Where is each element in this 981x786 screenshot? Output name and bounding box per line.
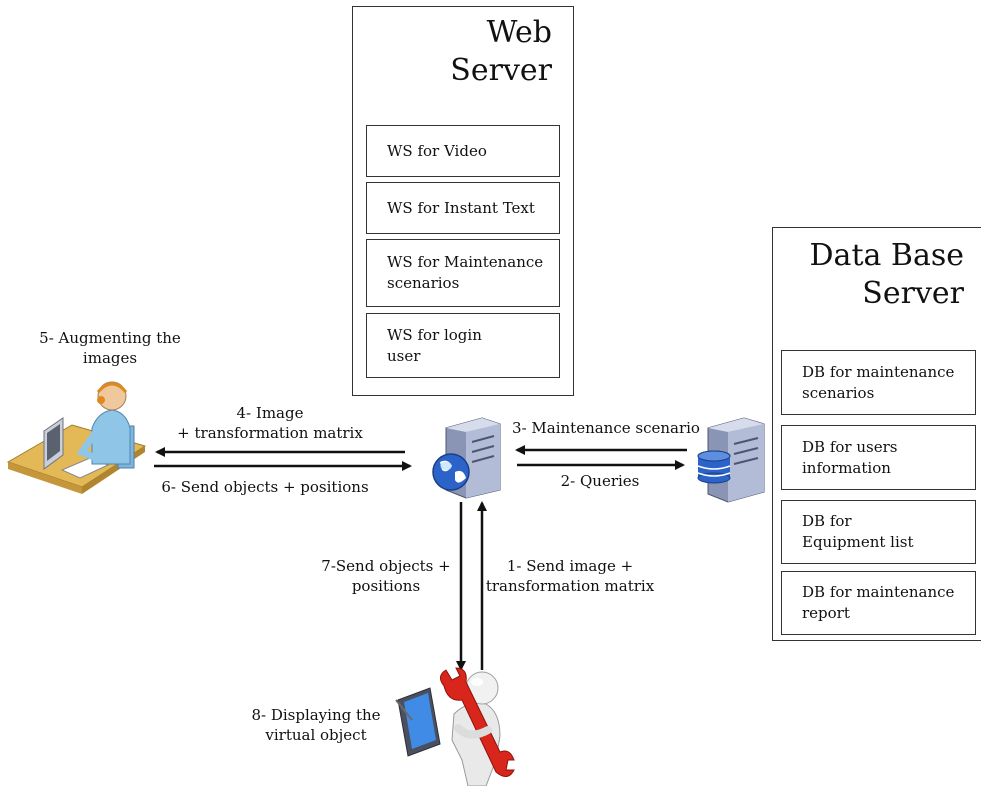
ws-maintenance-label-2: scenarios (387, 274, 460, 292)
db-equipment-label-1: DB for (802, 512, 852, 530)
label-queries: 2- Queries (560, 472, 640, 490)
label-augmenting-1: 5- Augmenting the (39, 329, 181, 347)
ws-maintenance-label-1: WS for Maintenance (387, 253, 544, 271)
db-scenarios-label-2: scenarios (802, 383, 875, 402)
label-image-2: + transformation matrix (177, 424, 363, 442)
label-send-objects-positions: 6- Send objects + positions (161, 478, 369, 496)
web-server-title: Web Server (352, 14, 552, 90)
label-send-image-1: 1- Send image + (506, 557, 634, 575)
db-equipment-box: DB for Equipment list (781, 500, 976, 564)
ws-login-box: WS for login user (366, 313, 560, 378)
db-server-title-line1: Data Base (809, 238, 965, 273)
ws-instant-text-label: WS for Instant Text (387, 198, 535, 217)
ws-login-label-2: user (387, 346, 421, 365)
db-report-box: DB for maintenance report (781, 571, 976, 635)
db-server-title: Data Base Server (780, 237, 965, 313)
label-send-objects-1: 7-Send objects + (321, 557, 451, 575)
ws-login-label-1: WS for login (387, 325, 482, 344)
db-equipment-label-2: Equipment list (802, 533, 914, 551)
label-displaying-1: 8- Displaying the (251, 706, 381, 724)
label-maintenance-scenario: 3- Maintenance scenario (512, 419, 700, 437)
label-augmenting-2: images (82, 349, 138, 367)
db-scenarios-box: DB for maintenance scenarios (781, 350, 976, 415)
ws-maintenance-box: WS for Maintenance scenarios (366, 239, 560, 307)
db-report-label-1: DB for maintenance (802, 583, 955, 601)
ws-video-label: WS for Video (387, 141, 487, 160)
db-scenarios-label-1: DB for maintenance (802, 362, 955, 381)
label-image: 4- Image + transformation matrix (170, 403, 370, 443)
db-users-label-2: information (802, 458, 891, 477)
web-server-title-line1: Web (486, 15, 552, 50)
db-users-box: DB for users information (781, 425, 976, 490)
db-users-label-1: DB for users (802, 437, 898, 456)
web-server-title-line2: Server (450, 53, 552, 88)
db-report-label-2: report (802, 604, 850, 622)
label-send-image-2: transformation matrix (485, 577, 655, 595)
label-displaying: 8- Displaying the virtual object (236, 705, 396, 745)
ws-instant-text-box: WS for Instant Text (366, 182, 560, 234)
label-image-1: 4- Image (236, 404, 304, 422)
ws-video-box: WS for Video (366, 125, 560, 177)
label-send-objects: 7-Send objects + positions (316, 556, 456, 596)
label-displaying-2: virtual object (265, 726, 367, 744)
label-augmenting: 5- Augmenting the images (10, 328, 210, 368)
label-send-image: 1- Send image + transformation matrix (480, 556, 660, 596)
label-send-objects-2: positions (351, 577, 421, 595)
db-server-title-line2: Server (862, 276, 964, 311)
